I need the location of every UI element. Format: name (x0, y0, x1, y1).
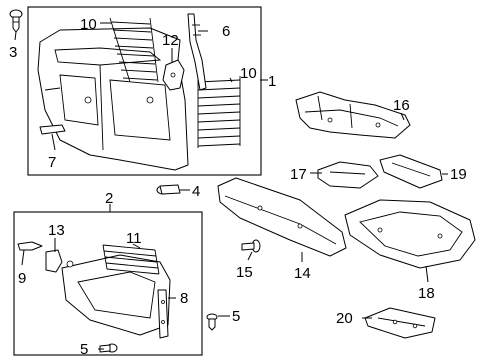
assembly-1-box (27, 6, 262, 176)
label-3: 3 (9, 44, 17, 61)
part-7-bracket[interactable] (39, 124, 66, 135)
label-16: 16 (393, 97, 410, 114)
part-15-pin[interactable] (241, 239, 261, 253)
part-18-splash-shield[interactable] (344, 199, 476, 269)
label-15: 15 (236, 264, 253, 281)
label-8: 8 (180, 290, 188, 307)
part-2-shutter-housing[interactable] (61, 254, 171, 336)
part-8-bracket[interactable] (157, 289, 169, 339)
part-5-clip-right[interactable] (206, 313, 218, 331)
part-10-right-louvers[interactable] (197, 76, 241, 148)
label-5-bottom: 5 (80, 341, 88, 358)
label-4: 4 (192, 183, 200, 200)
label-13: 13 (48, 222, 65, 239)
label-14: 14 (294, 265, 311, 282)
part-9-clip[interactable] (17, 241, 43, 251)
part-14-deflector[interactable] (217, 177, 347, 257)
leader-lines (14, 22, 448, 350)
label-18: 18 (418, 285, 435, 302)
part-12-seal[interactable] (162, 59, 185, 91)
label-17: 17 (290, 166, 307, 183)
part-17-shield[interactable] (317, 161, 379, 189)
label-11: 11 (126, 230, 142, 247)
label-6: 6 (222, 23, 230, 40)
callout-labels: 1 2 3 4 5 5 6 7 8 9 10 10 11 12 13 14 15… (9, 16, 467, 358)
assembly-2-box (13, 211, 203, 356)
part-20-shield[interactable] (364, 307, 436, 339)
part-19-shield[interactable] (379, 154, 443, 189)
label-7: 7 (48, 154, 56, 171)
label-10-upper: 10 (80, 16, 97, 33)
part-16-deflector[interactable] (295, 91, 411, 139)
part-3-clip[interactable] (9, 9, 23, 33)
part-4-clip[interactable] (156, 184, 181, 195)
label-5-right: 5 (232, 308, 240, 325)
part-13-actuator[interactable] (45, 249, 63, 273)
label-9: 9 (18, 270, 26, 287)
label-10-right: 10 (240, 65, 257, 82)
part-5-clip-bottom[interactable] (99, 343, 118, 353)
label-12: 12 (162, 32, 179, 49)
label-2: 2 (105, 190, 113, 207)
part-10-upper-louvers[interactable] (109, 17, 159, 83)
label-19: 19 (450, 166, 467, 183)
label-1: 1 (268, 73, 276, 90)
label-20: 20 (336, 310, 353, 327)
part-6-bracket[interactable] (187, 13, 207, 91)
part-1-support-frame[interactable] (37, 27, 189, 171)
part-11-louvers[interactable] (102, 244, 160, 275)
